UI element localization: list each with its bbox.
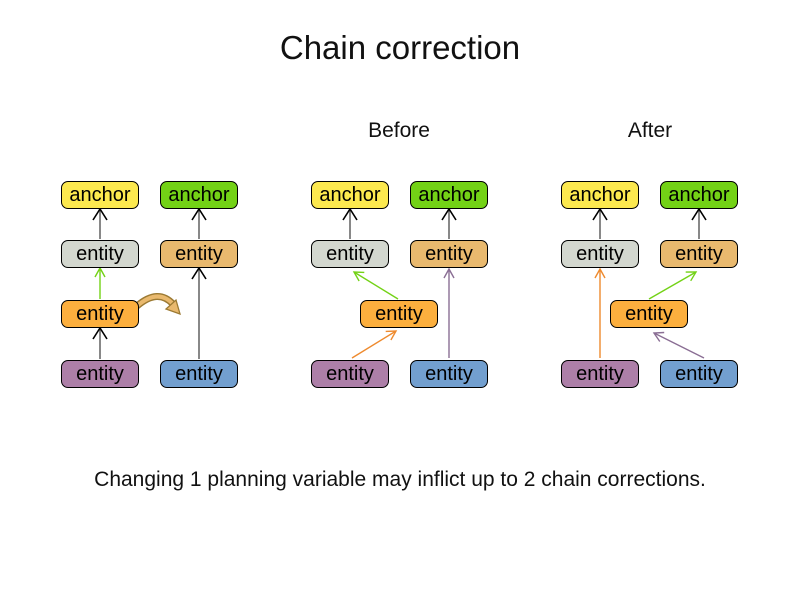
- arrow-after-orange-to-tan: [648, 271, 698, 300]
- after-chain2-entity-bottom: entity: [660, 360, 738, 388]
- arrow-after-purple-to-gray: [594, 267, 606, 358]
- left-chain1-entity-mid: entity: [61, 300, 139, 328]
- arrow-before-blue-to-tan: [443, 267, 455, 358]
- arrow-before-gray-to-anchor: [342, 207, 358, 239]
- arrow-before-purple-to-orange: [351, 330, 398, 359]
- after-moved-entity: entity: [610, 300, 688, 328]
- arrow-left-gray-to-anchor: [92, 207, 108, 239]
- before-chain2-entity-top: entity: [410, 240, 488, 268]
- caption-text: Changing 1 planning variable may inflict…: [94, 468, 706, 491]
- arrow-before-orange-to-gray: [352, 271, 399, 300]
- left-chain1-anchor: anchor: [61, 181, 139, 209]
- left-chain1-entity-top: entity: [61, 240, 139, 268]
- left-chain2-entity-top: entity: [160, 240, 238, 268]
- left-chain1-entity-bottom: entity: [61, 360, 139, 388]
- label-before: Before: [368, 119, 430, 142]
- left-chain2-entity-bottom: entity: [160, 360, 238, 388]
- before-chain1-entity-top: entity: [311, 240, 389, 268]
- move-arrow-curved: [133, 293, 181, 316]
- after-chain1-entity-top: entity: [561, 240, 639, 268]
- arrow-after-tan-to-anchor: [691, 207, 707, 239]
- before-chain2-anchor: anchor: [410, 181, 488, 209]
- after-chain2-entity-top: entity: [660, 240, 738, 268]
- arrow-left-purple-to-orange: [92, 326, 108, 359]
- after-chain1-entity-bottom: entity: [561, 360, 639, 388]
- before-chain1-anchor: anchor: [311, 181, 389, 209]
- before-chain1-entity-bottom: entity: [311, 360, 389, 388]
- arrow-left-tan-to-anchor: [191, 207, 207, 239]
- arrow-left-orange-to-gray-green: [94, 266, 106, 299]
- arrow-after-gray-to-anchor: [592, 207, 608, 239]
- before-moved-entity: entity: [360, 300, 438, 328]
- after-chain2-anchor: anchor: [660, 181, 738, 209]
- arrow-after-blue-to-orange: [652, 331, 705, 359]
- arrow-before-tan-to-anchor: [441, 207, 457, 239]
- arrow-left-blue-to-tan: [191, 266, 207, 359]
- page-title: Chain correction: [279, 29, 521, 66]
- before-chain2-entity-bottom: entity: [410, 360, 488, 388]
- label-after: After: [627, 119, 673, 142]
- after-chain1-anchor: anchor: [561, 181, 639, 209]
- left-chain2-anchor: anchor: [160, 181, 238, 209]
